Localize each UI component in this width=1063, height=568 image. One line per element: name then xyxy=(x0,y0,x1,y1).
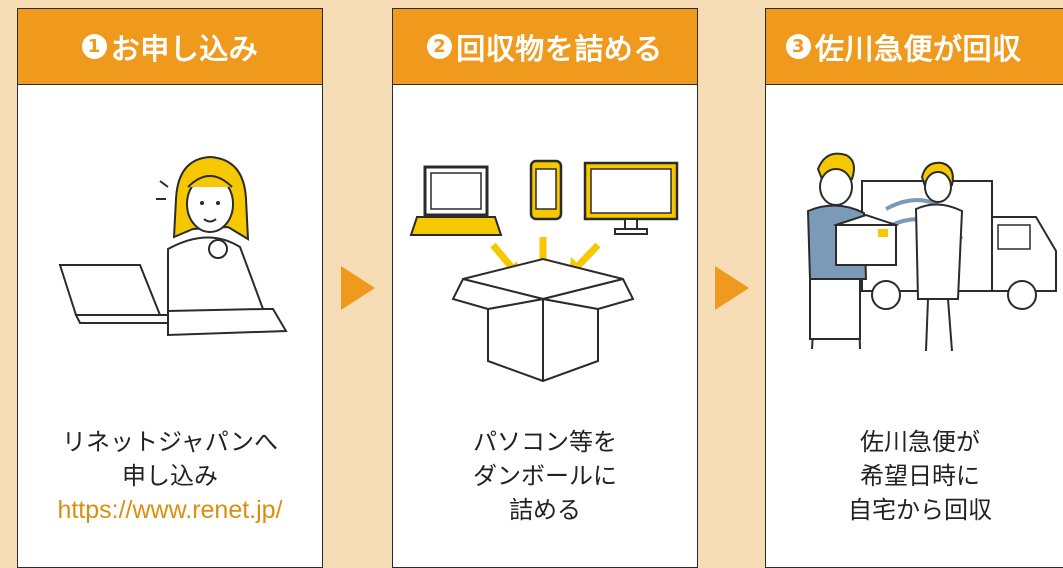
step-number-2: 2 xyxy=(427,34,453,59)
woman-at-laptop-icon xyxy=(58,155,288,337)
renet-url-link[interactable]: https://www.renet.jp/ xyxy=(57,496,283,524)
caption-line: 詰める xyxy=(509,496,581,524)
devices-into-box-icon xyxy=(409,159,679,383)
step-header-1: 1 お申し込み xyxy=(18,9,322,85)
step-card-1: 1 お申し込み リネットジャパンへ 申し込み https://www.renet… xyxy=(17,8,323,568)
step-card-2: 2 回収物を詰める パソコン等を ダンボールに 詰める xyxy=(392,8,698,568)
step-caption-3: 佐川急便が 希望日時に 自宅から回収 xyxy=(766,425,1063,527)
caption-line: 自宅から回収 xyxy=(848,496,992,524)
caption-line: 申し込み xyxy=(122,462,218,490)
step-number-3: 3 xyxy=(786,34,811,59)
step-title-3: 佐川急便が回収 xyxy=(815,31,1022,66)
step-header-3: 3 佐川急便が回収 xyxy=(766,9,1063,85)
step-number-1: 1 xyxy=(81,34,107,59)
step-card-3: 3 佐川急便が回収 佐川急便が 希望日時に 自宅から回収 xyxy=(765,8,1063,568)
caption-line: パソコン等を xyxy=(473,428,617,456)
caption-line: ダンボールに xyxy=(473,462,617,490)
next-arrow-icon xyxy=(715,266,749,310)
step-caption-1: リネットジャパンへ 申し込み https://www.renet.jp/ xyxy=(18,425,322,527)
courier-pickup-icon xyxy=(806,152,1057,352)
caption-line: 佐川急便が xyxy=(860,428,980,456)
step-title-1: お申し込み xyxy=(110,31,259,66)
next-arrow-icon xyxy=(341,266,375,310)
caption-line: 希望日時に xyxy=(860,462,980,490)
caption-line: リネットジャパンへ xyxy=(62,428,278,456)
step-caption-2: パソコン等を ダンボールに 詰める xyxy=(393,425,697,527)
step-header-2: 2 回収物を詰める xyxy=(393,9,697,85)
step-title-2: 回収物を詰める xyxy=(456,31,663,66)
